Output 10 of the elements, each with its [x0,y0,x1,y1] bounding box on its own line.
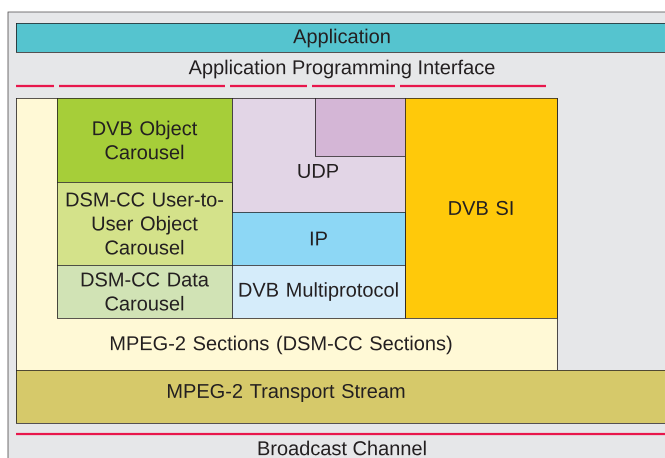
layer-box: Application [16,23,665,53]
layer-box: DVB Object Carousel [57,98,233,183]
layer-box: MPEG-2 Transport Stream [16,370,665,424]
layer-box: DVB Multiprotocol [232,265,406,319]
layer-label: Application Programming Interface [188,60,494,78]
layer-box: DSM-CC Data Carousel [57,265,233,319]
empty-box [315,98,406,157]
layer-box: DVB SI [405,98,558,319]
layer-box: IP [232,212,406,266]
layer-box: DSM-CC User-to-User Object Carousel [57,182,233,266]
